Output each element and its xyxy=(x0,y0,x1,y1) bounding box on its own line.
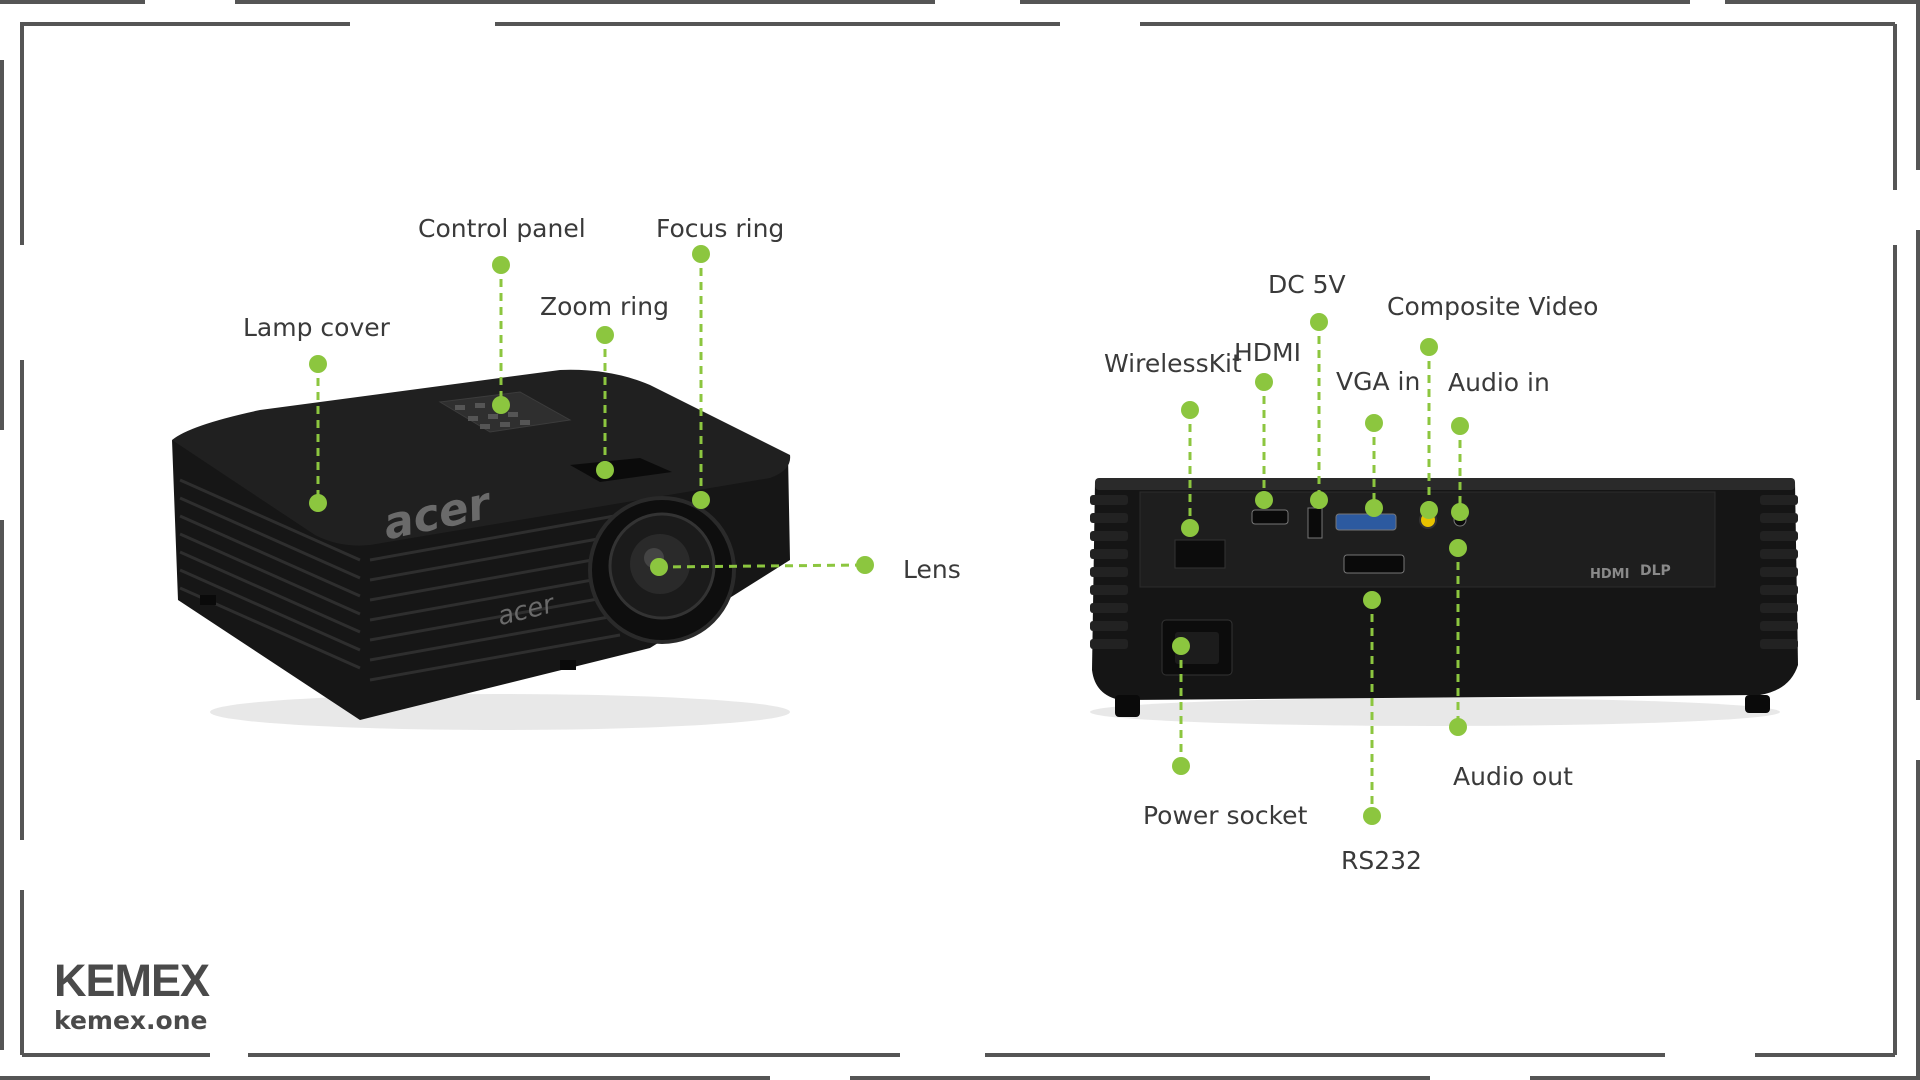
power-socket-dot xyxy=(1172,637,1190,655)
focus-ring-dot xyxy=(692,245,710,263)
wireless-kit-dot xyxy=(1181,401,1199,419)
label-rs232: RS232 xyxy=(1341,846,1422,875)
label-zoom-ring: Zoom ring xyxy=(540,292,669,321)
label-focus-ring: Focus ring xyxy=(656,214,785,243)
control-panel-dot xyxy=(492,256,510,274)
kemex-url: kemex.one xyxy=(54,1006,208,1035)
lamp-cover-dot xyxy=(309,355,327,373)
audio-out-dot xyxy=(1449,539,1467,557)
label-power-socket: Power socket xyxy=(1143,801,1308,830)
label-control-panel: Control panel xyxy=(418,214,586,243)
kemex-logo: KEMEX xyxy=(54,955,210,1006)
zoom-ring-dot xyxy=(596,326,614,344)
rs232-dot xyxy=(1363,591,1381,609)
lens-dot xyxy=(650,558,668,576)
label-wireless-kit: WirelessKit xyxy=(1104,349,1242,378)
label-dc-5v: DC 5V xyxy=(1268,270,1346,299)
label-lamp-cover: Lamp cover xyxy=(243,313,390,342)
label-composite-video: Composite Video xyxy=(1387,292,1599,321)
label-audio-out: Audio out xyxy=(1453,762,1573,791)
hdmi-dot xyxy=(1255,373,1273,391)
svg-text:DLP: DLP xyxy=(1640,563,1671,579)
label-lens: Lens xyxy=(903,555,961,584)
composite-video-dot xyxy=(1420,338,1438,356)
label-vga-in: VGA in xyxy=(1336,367,1421,396)
svg-text:HDMI: HDMI xyxy=(1590,567,1629,582)
label-hdmi: HDMI xyxy=(1234,338,1301,367)
dc-5v-dot xyxy=(1310,313,1328,331)
vga-in-dot xyxy=(1365,414,1383,432)
audio-in-dot xyxy=(1451,417,1469,435)
label-audio-in: Audio in xyxy=(1448,368,1550,397)
